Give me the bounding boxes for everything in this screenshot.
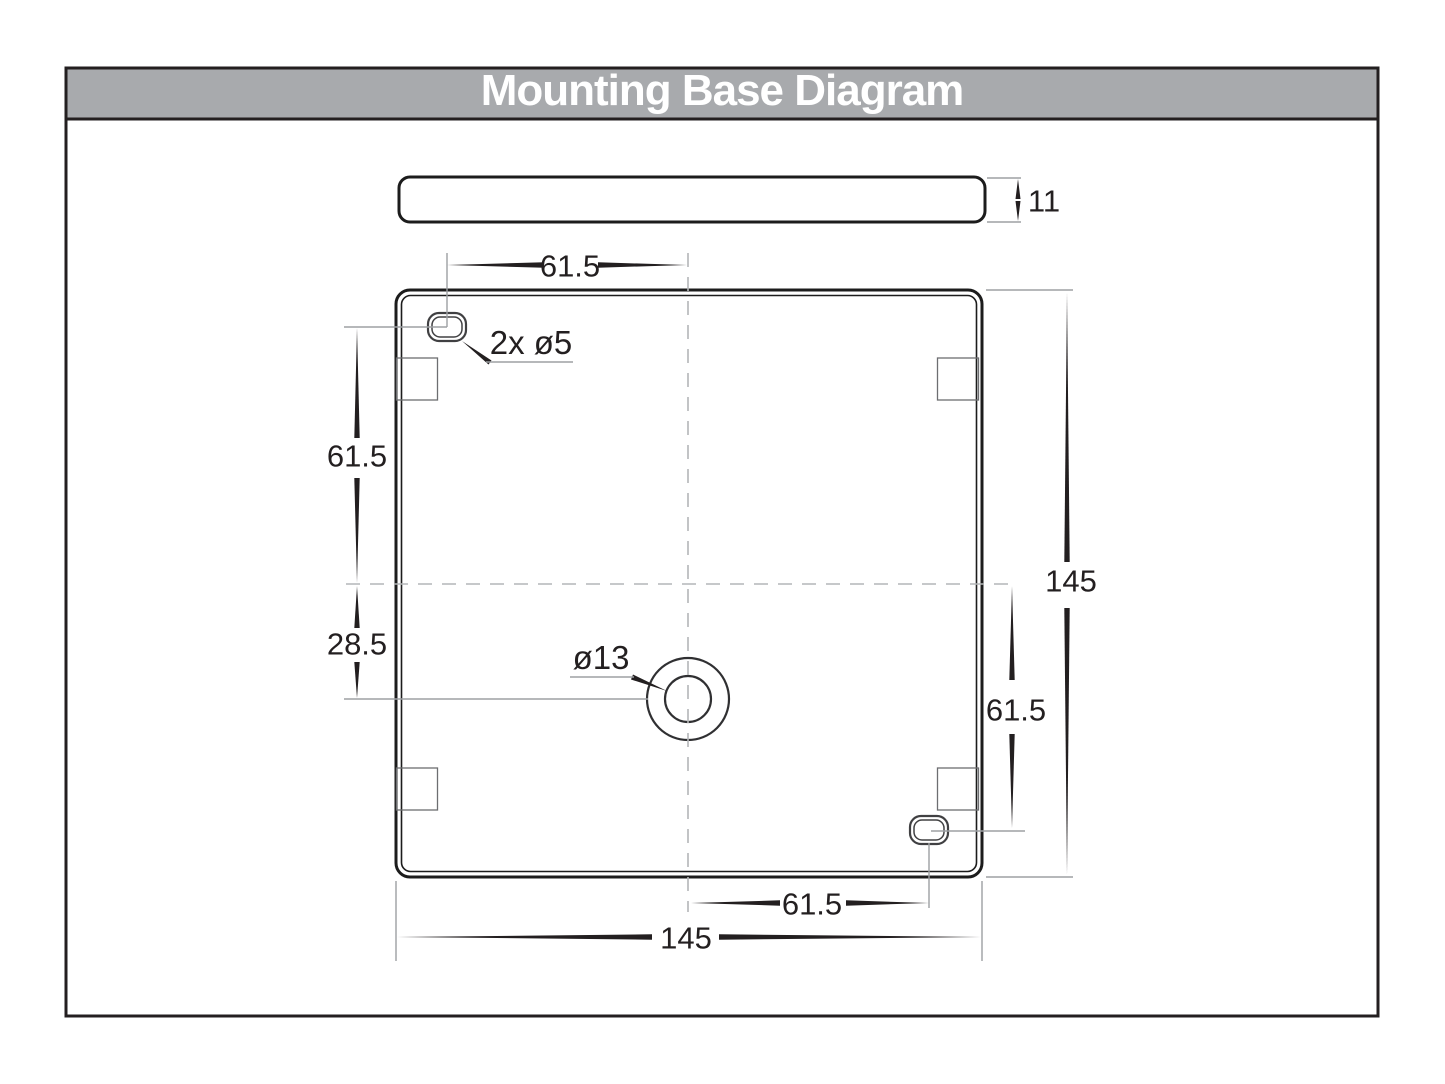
side-view-plate: [397, 175, 987, 224]
dim-left-center-to-slot: 61.5: [327, 439, 387, 474]
dim-right-overall: 145: [1045, 564, 1097, 599]
centerlines: [346, 253, 1012, 912]
dim-bottom-slot: 61.5: [691, 887, 929, 922]
corner-tab-bottom-right: [936, 767, 980, 811]
leader-arrow: [462, 341, 492, 365]
dimension-arrow: [1064, 608, 1070, 875]
dimension-arrow: [1015, 179, 1021, 199]
corner-tabs: [395, 357, 980, 811]
dimension-arrow: [846, 900, 929, 906]
callout-slots: 2x ø5: [462, 324, 573, 365]
corner-tab-top-right: [936, 357, 980, 401]
callout-center-hole-label: ø13: [573, 639, 630, 676]
title-bar: [64, 66, 1380, 121]
dimension-arrow: [719, 934, 981, 940]
dim-right-center-to-slot: 61.5: [986, 693, 1046, 728]
page-title: Mounting Base Diagram: [481, 66, 964, 115]
dim-top: 61.5: [447, 249, 687, 284]
dim-right-overall: 145: [1045, 292, 1097, 875]
side-view: 11: [397, 175, 1060, 224]
dim-bottom-overall: 145: [660, 921, 712, 956]
dimension-arrow: [397, 934, 652, 940]
dimension-arrow: [598, 262, 687, 268]
callout-slots-label: 2x ø5: [490, 324, 573, 361]
dim-left-center-to-hole: 28.5: [327, 627, 387, 662]
slot-bottom-right-inner: [913, 819, 945, 841]
corner-tab-bottom-left: [395, 767, 439, 811]
corner-tab-top-left: [395, 357, 439, 401]
callout-center-hole: ø13: [570, 639, 667, 691]
dim-right-lower: 61.5: [986, 586, 1046, 828]
dimension-arrow: [354, 328, 360, 438]
dim-left-upper: 61.5: [327, 328, 387, 583]
dim-left-lower: 28.5: [327, 586, 387, 698]
dimension-arrow: [1009, 734, 1015, 828]
dim-side-thickness: 11: [1028, 184, 1060, 219]
dimension-arrow: [691, 900, 780, 906]
dimension-arrow: [447, 262, 544, 268]
dimension-arrow: [1064, 292, 1070, 562]
dimension-arrow: [354, 478, 360, 583]
dimension-arrow: [354, 662, 360, 698]
dimension-arrow: [1015, 201, 1021, 221]
leader-arrow: [631, 674, 667, 691]
dimension-arrow: [1009, 586, 1015, 680]
extension-lines: [344, 253, 1073, 961]
dim-bottom-center-to-slot: 61.5: [782, 887, 842, 922]
dim-top-slot-to-center: 61.5: [540, 249, 600, 284]
dimension-arrow: [354, 586, 360, 628]
dim-bottom-overall: 145: [397, 921, 981, 956]
mounting-slots: [426, 311, 950, 846]
